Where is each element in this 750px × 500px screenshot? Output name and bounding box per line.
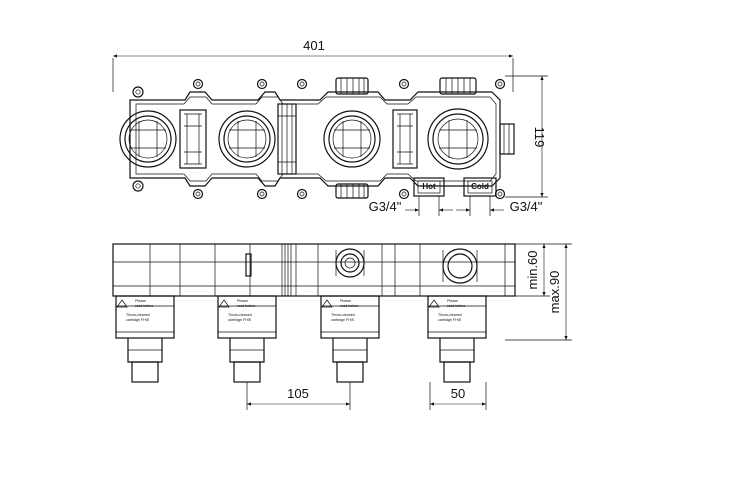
- bridge-sections: [179, 77, 515, 199]
- svg-text:Throw-cleaned: Throw-cleaned: [331, 313, 355, 317]
- svg-text:read before: read before: [135, 304, 153, 308]
- housing-1: Please read before Throw-cleaned cartrid…: [115, 295, 175, 383]
- svg-text:Please: Please: [340, 299, 351, 303]
- cartridge-2: [218, 110, 276, 168]
- housing-2: Please read before Throw-cleaned cartrid…: [217, 295, 277, 383]
- diverter-port: [335, 248, 365, 278]
- dim-height-top: 119: [532, 127, 547, 148]
- svg-text:cartridge FHIS: cartridge FHIS: [331, 318, 355, 322]
- svg-text:Please: Please: [135, 299, 146, 303]
- cartridge-4: [427, 108, 489, 170]
- svg-text:cartridge FHIS: cartridge FHIS: [438, 318, 462, 322]
- dim-overall-width: 401: [303, 38, 325, 53]
- mounting-lugs: [132, 78, 506, 200]
- cartridge-3: [323, 110, 381, 168]
- valve-cartridges-top: [119, 108, 489, 170]
- svg-text:cartridge FHIS: cartridge FHIS: [228, 318, 252, 322]
- dim-depth-min: min.60: [525, 250, 540, 289]
- svg-text:cartridge FHIS: cartridge FHIS: [126, 318, 150, 322]
- svg-text:Please: Please: [237, 299, 248, 303]
- inlet-ports: Hot Cold: [413, 177, 497, 197]
- dim-depth-max: max.90: [547, 271, 562, 314]
- svg-text:Please: Please: [447, 299, 458, 303]
- cold-label: Cold: [471, 182, 489, 191]
- dim-inlet-right: G3/4": [510, 199, 543, 214]
- top-view: 401 119: [112, 38, 548, 216]
- dim-inlet-left: G3/4": [369, 199, 402, 214]
- svg-text:Throw-cleaned: Throw-cleaned: [228, 313, 252, 317]
- svg-text:read before: read before: [447, 304, 465, 308]
- svg-text:read before: read before: [340, 304, 358, 308]
- cartridge-1: [119, 110, 177, 168]
- dim-spacing: 105: [287, 386, 309, 401]
- svg-text:read before: read before: [237, 304, 255, 308]
- svg-text:Throw-cleaned: Throw-cleaned: [126, 313, 150, 317]
- housing-4: Please read before Throw-cleaned cartrid…: [427, 295, 487, 383]
- hot-label: Hot: [422, 182, 436, 191]
- svg-text:Throw-cleaned: Throw-cleaned: [438, 313, 462, 317]
- housing-3: Please read before Throw-cleaned cartrid…: [320, 295, 380, 383]
- side-view: Please read before Throw-cleaned cartrid…: [112, 243, 572, 410]
- dim-outlet-spacing: 50: [451, 386, 465, 401]
- cartridge-housings: Please read before Throw-cleaned cartrid…: [115, 295, 487, 383]
